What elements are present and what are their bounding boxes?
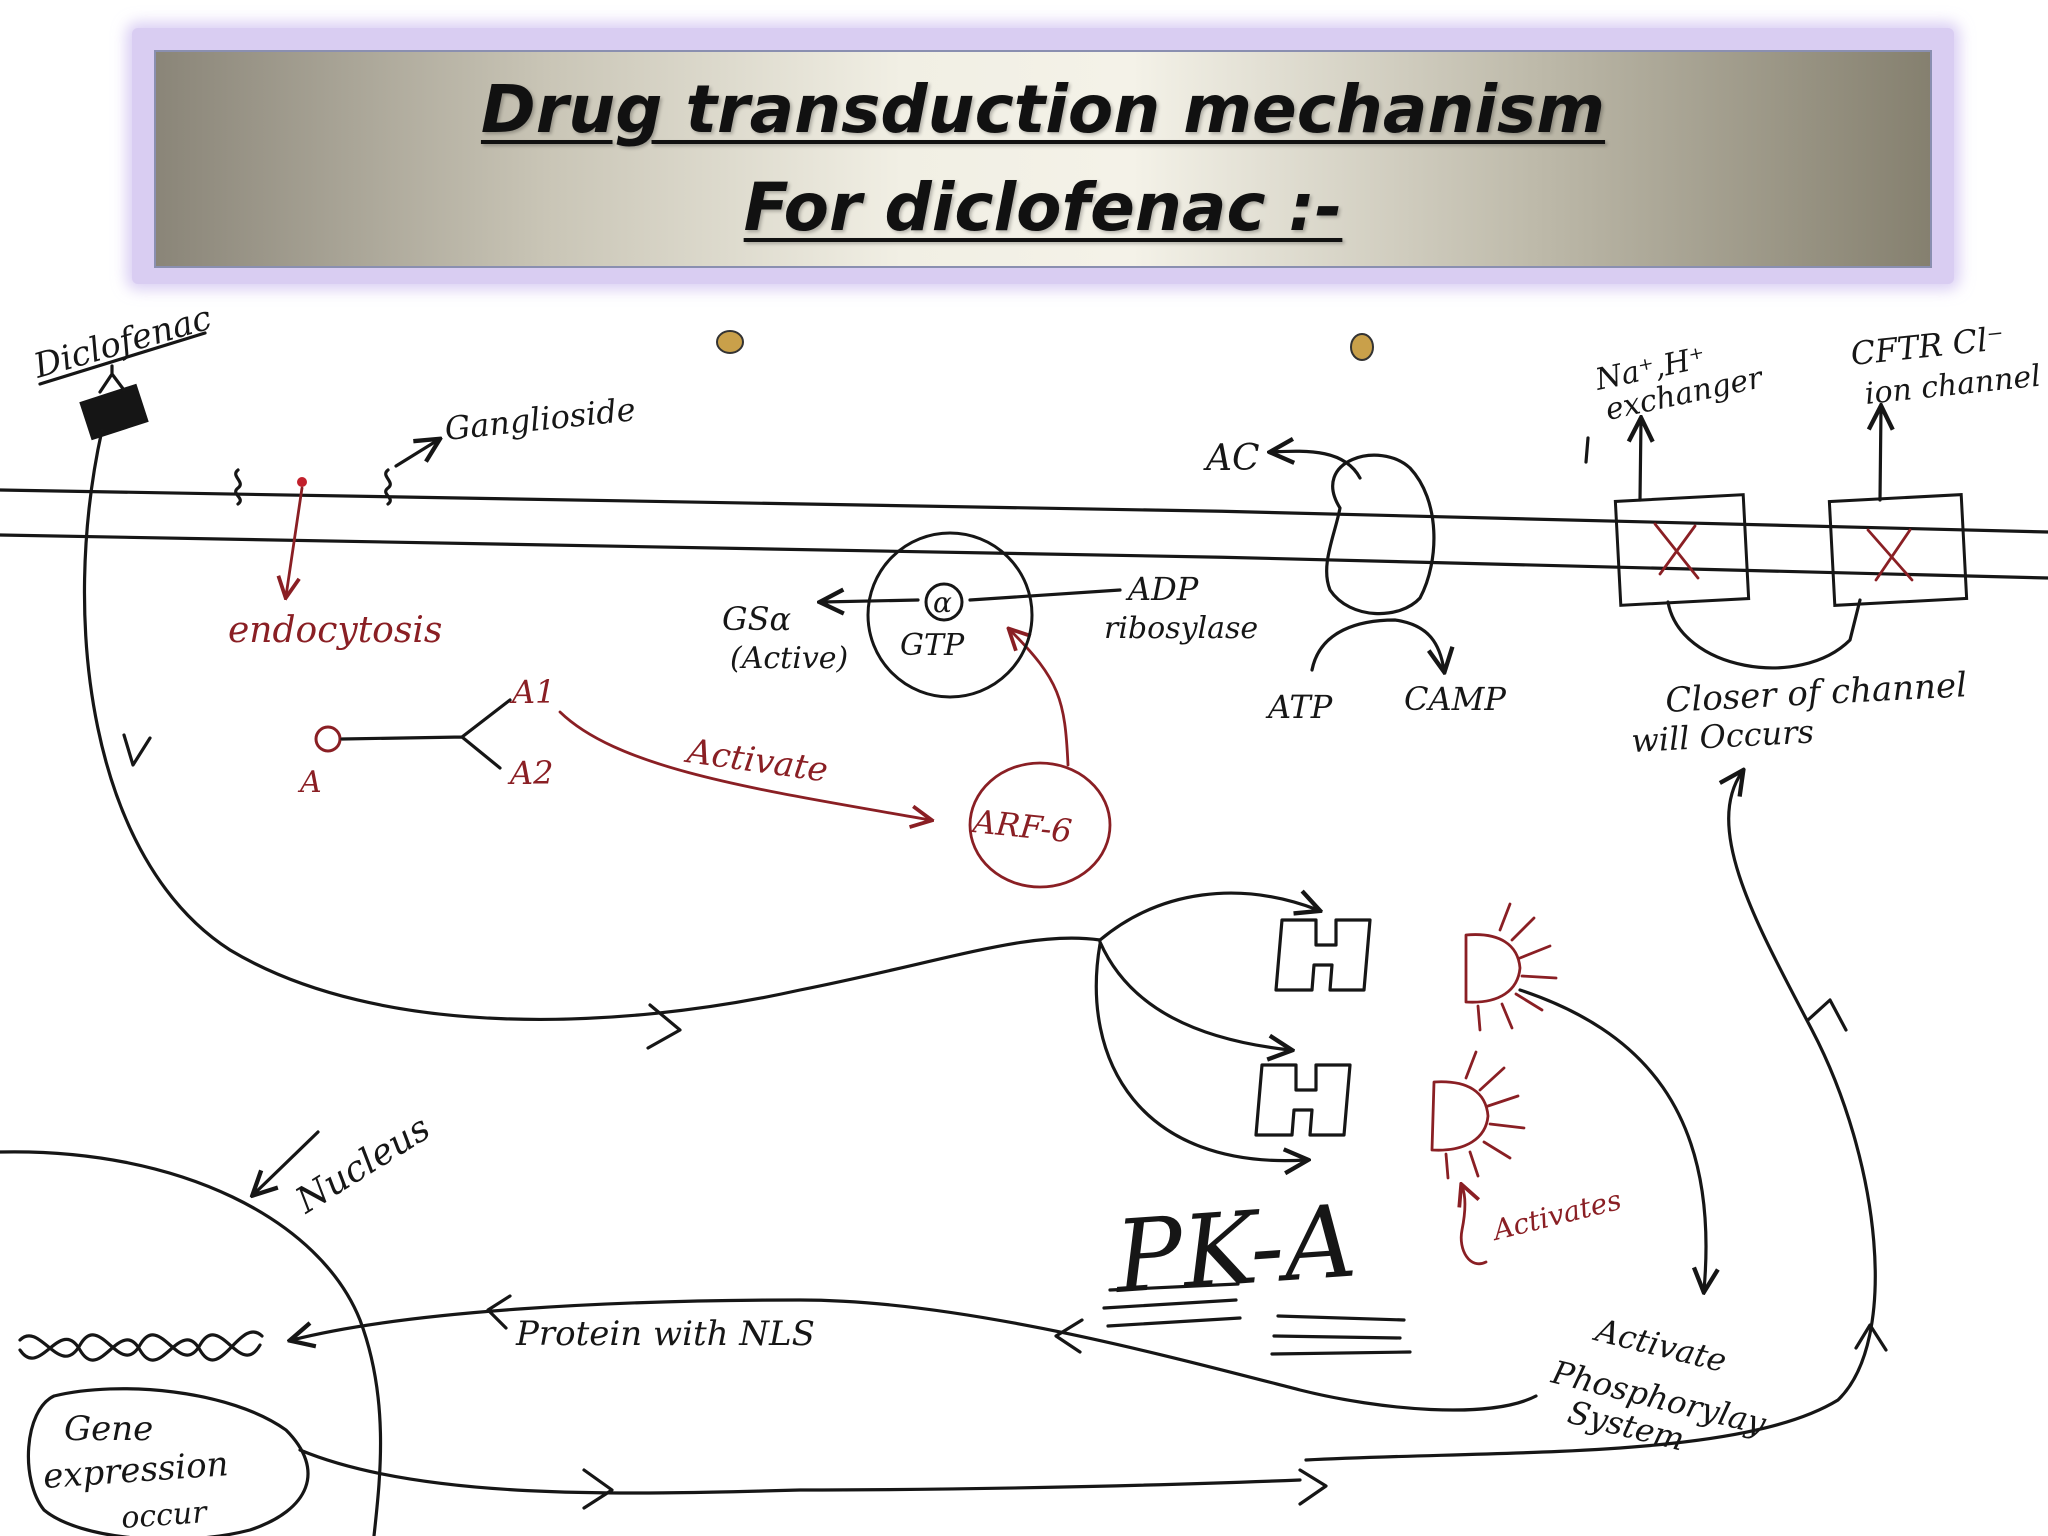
gtp-label: GTP	[900, 628, 965, 663]
diclofenac-molecule-icon	[79, 383, 149, 441]
dna-strand-icon	[18, 1330, 264, 1362]
ink-speck	[1350, 333, 1374, 361]
phospho-to-closure-arrow	[1304, 772, 1877, 1462]
endocytosis-label: endocytosis	[228, 610, 442, 651]
adp-ribosylase-line	[968, 588, 1122, 602]
ganglioside-receptor	[234, 468, 242, 506]
arf6-label: ARF-6	[968, 802, 1074, 850]
bottom-arrowhead	[1298, 1468, 1328, 1506]
g-alpha-subunit	[924, 582, 964, 622]
catalytic-rays-bottom	[1444, 1050, 1526, 1180]
ganglioside-receptor	[384, 468, 392, 506]
closer-label: Closer of channel	[1664, 665, 1968, 721]
arf6-circle	[968, 761, 1112, 889]
nucleus-pointer-arrow	[254, 1130, 320, 1194]
ganglioside-label: Ganglioside	[443, 390, 637, 448]
catalytic-rays-top	[1476, 902, 1558, 1032]
title-line-2: For diclofenac :-	[743, 169, 1343, 246]
alpha-label: α	[933, 586, 952, 619]
toxin-a-label: A	[297, 765, 322, 800]
pka-branch-arrow-middle	[1098, 940, 1290, 1050]
pathway-arrowhead	[646, 1003, 682, 1050]
occur-label: occur	[120, 1495, 209, 1536]
pka-label: PK-A	[1110, 1182, 1360, 1316]
will-occurs-label: will Occurs	[1630, 712, 1814, 760]
gene-to-phospho-arrow	[298, 1448, 1302, 1495]
tick-mark	[1584, 436, 1590, 464]
activates-arrow	[1461, 1186, 1488, 1266]
ink-speck	[716, 330, 744, 354]
pathway-arrowhead	[122, 733, 152, 767]
pka-catalytic-subunit-top	[1464, 933, 1522, 1004]
pka-underline	[1270, 1314, 1412, 1356]
pka-catalytic-subunit-bottom	[1430, 1080, 1490, 1152]
diclofenac-underline	[38, 331, 207, 386]
membrane-outer-line	[0, 488, 2048, 534]
membrane-inner-line	[0, 533, 2048, 580]
title-line-1: Drug transduction mechanism	[480, 71, 1606, 148]
activates-label: Activates	[1487, 1183, 1625, 1247]
a1-label: A1	[509, 673, 555, 711]
toxin-a-circle	[314, 725, 342, 753]
gsa-active-label: (Active)	[730, 641, 848, 676]
gsa-release-arrow	[822, 600, 920, 602]
adp-label: ADP	[1125, 570, 1199, 608]
a2-label: A2	[507, 754, 553, 792]
nucleus-label: Nucleus	[288, 1108, 437, 1222]
activate-label: Activate	[682, 731, 831, 791]
channel-closure-link	[1666, 598, 1862, 670]
diclofenac-label: Diclofenac	[28, 298, 215, 387]
ac-arrow	[1272, 451, 1362, 480]
ganglioside-pointer-arrow	[394, 440, 438, 468]
title-banner: Drug transduction mechanism For diclofen…	[154, 50, 1932, 268]
a-split-line	[340, 698, 512, 770]
endocytosis-arrow	[286, 486, 304, 596]
a1-activate-arrow	[558, 710, 930, 820]
pka-regulatory-subunit-top	[1274, 918, 1372, 992]
return-arrowhead	[1854, 1323, 1888, 1352]
atp-label: ATP	[1265, 688, 1333, 726]
g-protein-outer-ring	[866, 531, 1034, 699]
protein-nls-label: Protein with NLS	[515, 1314, 815, 1354]
ac-label: AC	[1203, 438, 1260, 479]
protein-nls-arrow	[292, 1298, 1538, 1412]
nah-exchanger-block-mark	[1653, 522, 1700, 580]
pka-regulatory-subunit-bottom	[1254, 1063, 1352, 1137]
nucleus-boundary	[0, 1150, 383, 1536]
adenylate-cyclase-shape	[1325, 453, 1436, 616]
dna-strand-icon	[18, 1333, 262, 1358]
pka-branch-arrow-top	[1098, 893, 1318, 942]
bottom-arrowhead	[582, 1468, 614, 1510]
camp-label: CAMP	[1404, 680, 1506, 718]
catalytic-to-phospho-arrow	[1518, 988, 1706, 1290]
gene-expression-bubble	[26, 1387, 310, 1536]
arf6-to-gs-arrow	[1010, 630, 1070, 767]
cftr-channel-box	[1827, 493, 1969, 607]
gene-label: Gene	[64, 1409, 153, 1449]
nls-arrowhead	[486, 1294, 512, 1330]
toxin-binding-dot	[297, 477, 307, 487]
nls-arrowhead	[1054, 1318, 1084, 1354]
ribosylase-label: ribosylase	[1104, 611, 1258, 646]
pka-branch-arrow-bottom	[1094, 942, 1306, 1161]
diclofenac-molecule-handle	[98, 364, 126, 394]
gsa-label: GSα	[722, 600, 791, 638]
diclofenac-pathway-arrow	[82, 428, 1102, 1022]
atp-to-camp-arrow	[1310, 618, 1444, 670]
nah-exchanger-box	[1613, 493, 1751, 607]
expression-label: expression	[42, 1444, 230, 1497]
cftr-block-mark	[1866, 528, 1914, 582]
pka-underline	[1102, 1282, 1242, 1328]
return-arrowhead	[1806, 998, 1848, 1032]
nah-exchanger-up-arrow	[1640, 420, 1641, 502]
cftr-up-arrow	[1880, 408, 1881, 502]
